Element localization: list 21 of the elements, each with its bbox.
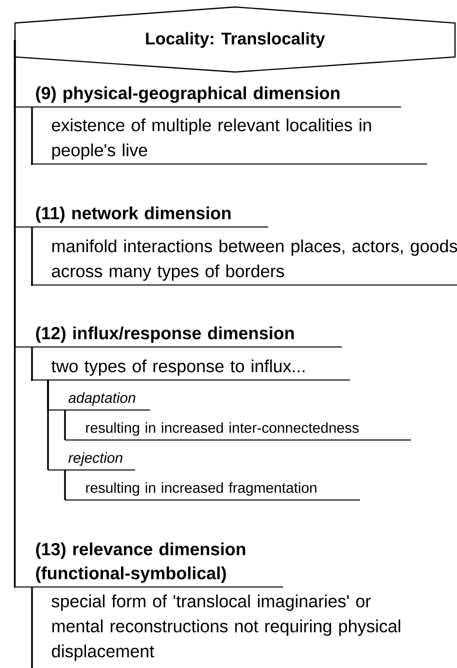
sub-description-text: resulting in increased inter-connectedness [65,422,411,441]
tree-connector [64,470,66,500]
tree-connector [64,410,66,440]
tree-connector [30,227,33,286]
tree-connector [30,347,33,381]
heading-text: (12) influx/response dimension [15,326,342,348]
heading-text: (11) network dimension [15,206,268,228]
tree-connector [47,380,49,470]
tree-connector [30,587,33,668]
sub-heading-text: rejection [48,452,135,471]
description-text: two types of response to influx... [31,359,350,381]
heading-text: (9) physical-geographical dimension [15,86,401,108]
heading-text: (13) relevance dimension (functional-symbolical) [15,542,283,588]
hexagon-header: Locality: Translocality [14,6,456,73]
sub-description-text: resulting in increased fragmentation [65,482,360,501]
tree-connector [14,40,16,588]
description-text: existence of multiple relevant localities in people's live [31,118,427,165]
tree-connector [30,107,33,165]
description-text: special form of 'translocal imaginaries' or mental reconstructions not requiring physical displacement [52,594,400,661]
sub-heading-text: adaptation [48,392,150,411]
description-text: manifold interactions between places, actors, goods across many types of borders [31,239,457,286]
